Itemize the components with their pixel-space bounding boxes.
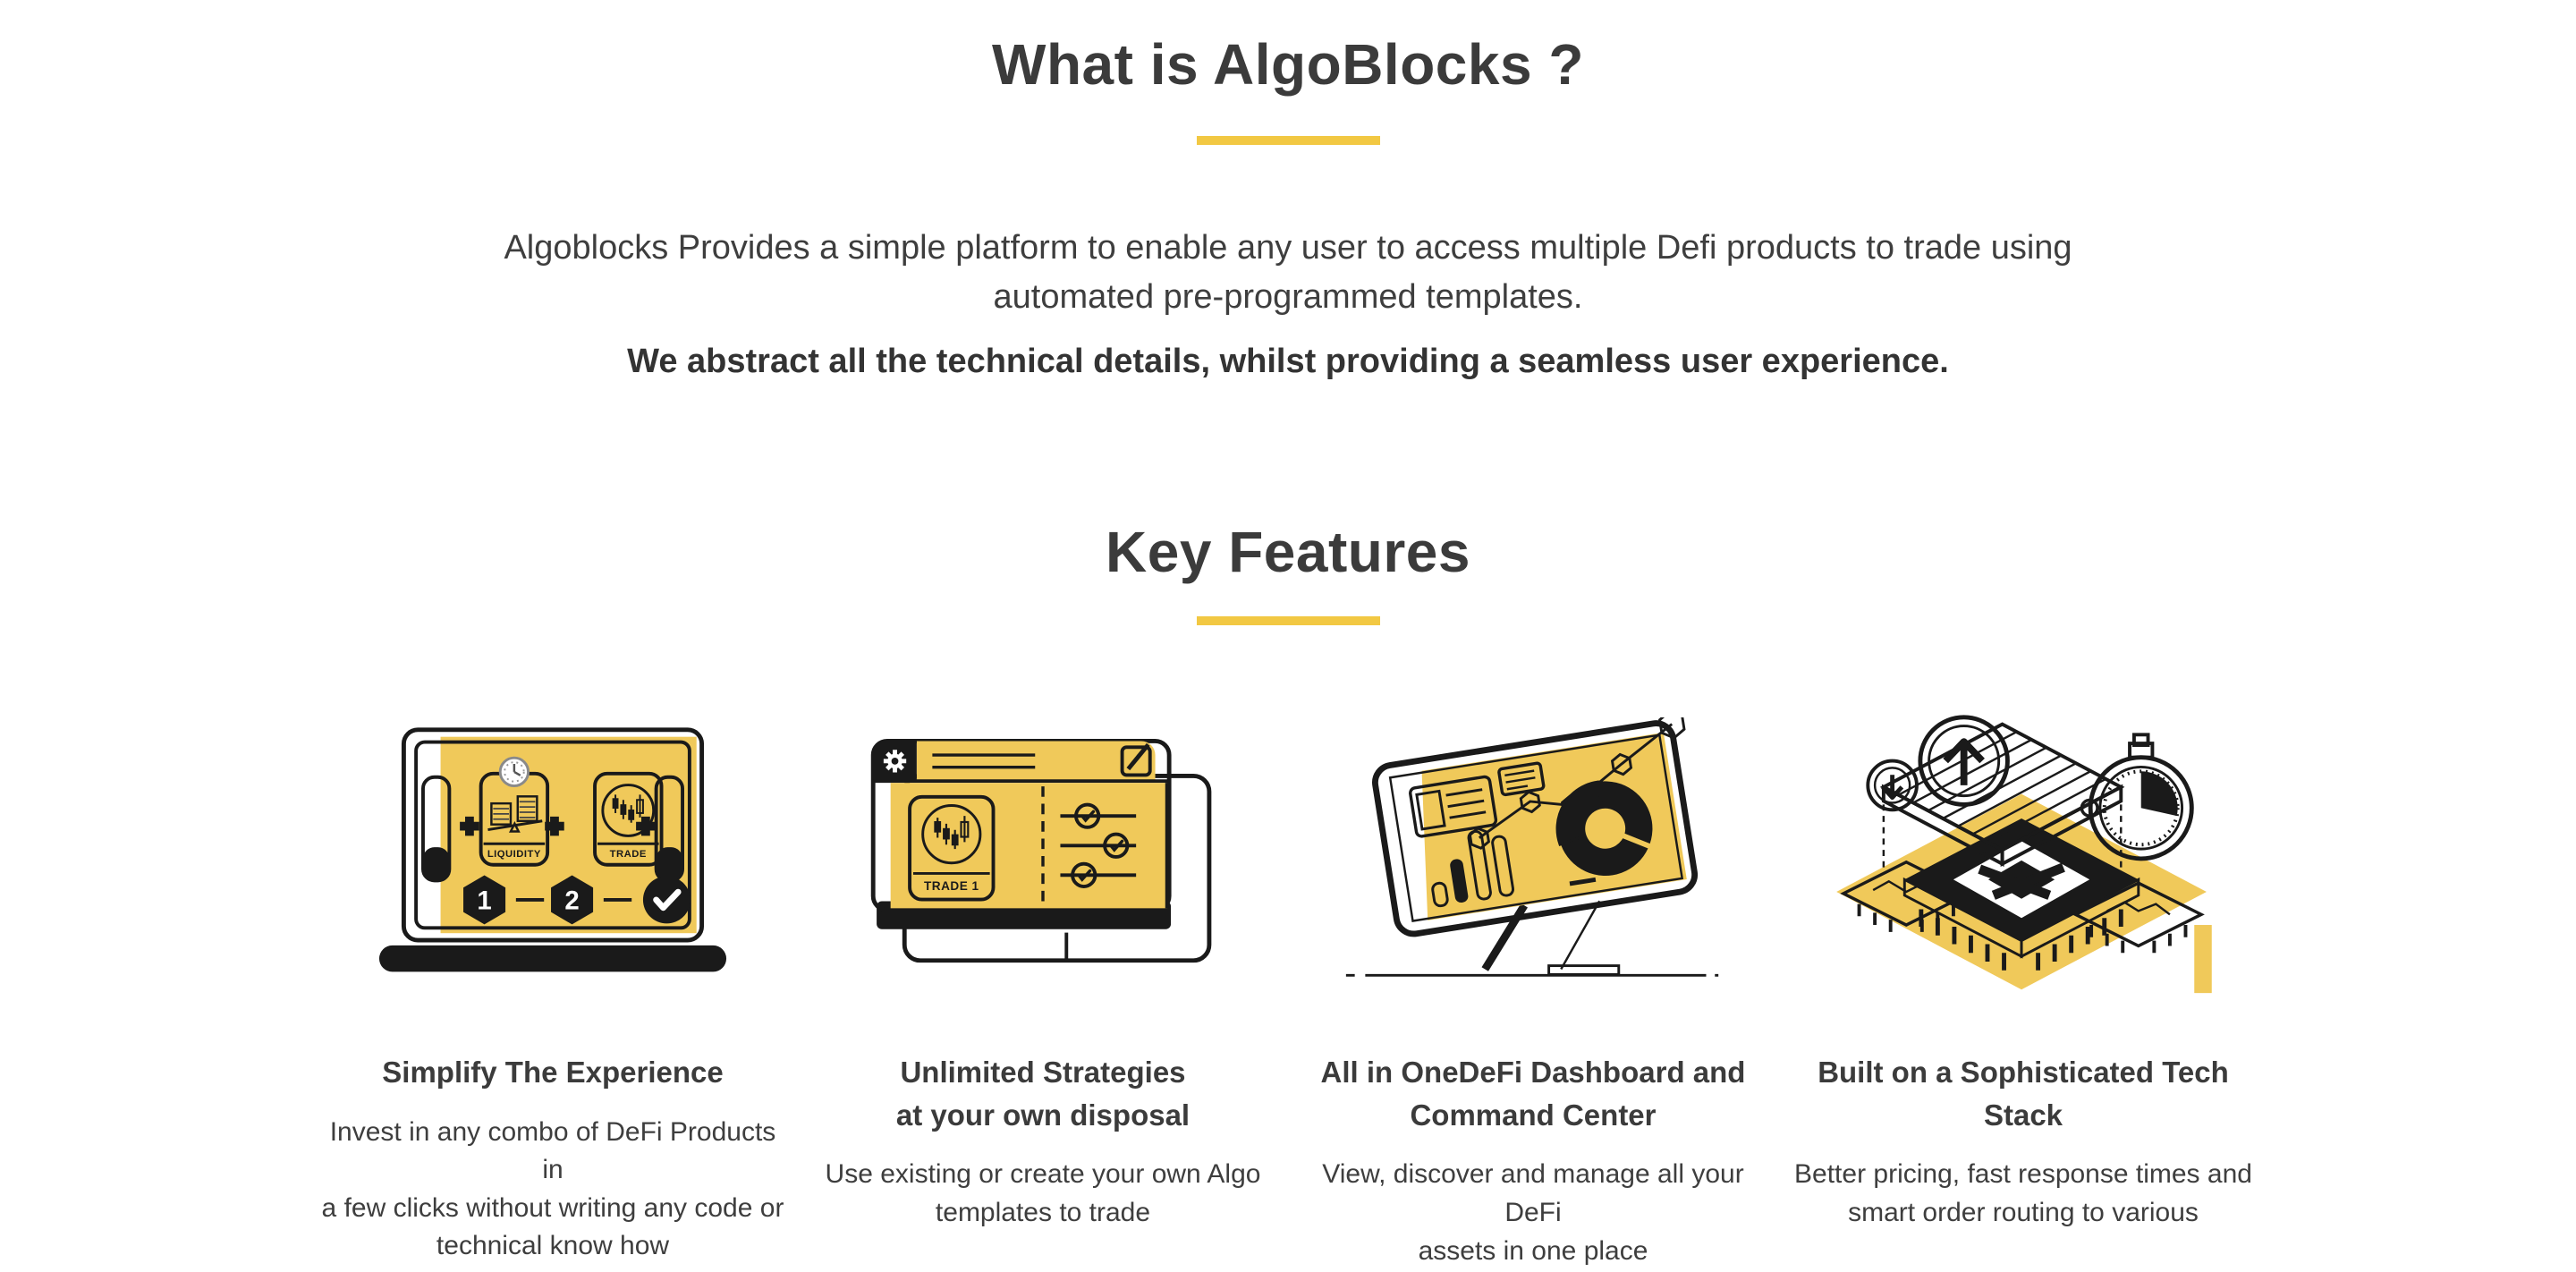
feature-description: Use existing or create your own Algo tem… <box>825 1159 1261 1228</box>
feature-title: All in OneDeFi Dashboard and Command Cen… <box>1320 1055 1746 1132</box>
key-features-title: Key Features <box>1106 520 1470 585</box>
donut-chart <box>1555 780 1653 886</box>
key-features-underline <box>1196 615 1380 625</box>
feature-cards-row: LIQUIDITY <box>0 715 2576 1270</box>
intro-emphasis: We abstract all the technical details, w… <box>627 343 1949 381</box>
feature-card-simplify: LIQUIDITY <box>320 720 785 1270</box>
tech-stack-illustration <box>1836 715 2212 993</box>
intro-paragraph: Algoblocks Provides a simple platform to… <box>504 228 2072 317</box>
side-slot-left <box>420 775 452 883</box>
bar-chart <box>1431 830 1515 908</box>
feature-figure <box>1791 715 2256 993</box>
coin-up-icon <box>1918 715 2010 807</box>
step-1-hexagon: 1 <box>463 875 506 925</box>
laptop-blocks-illustration: LIQUIDITY <box>378 727 727 972</box>
edit-icon <box>1120 742 1152 777</box>
feature-card-techstack: Built on a Sophisticated Tech Stack Bett… <box>1791 715 2256 1270</box>
feature-title: Built on a Sophisticated Tech Stack <box>1818 1055 2229 1132</box>
candlestick-icon <box>934 815 970 849</box>
laptop-base <box>378 945 727 972</box>
note-card <box>1497 761 1546 797</box>
feature-figure <box>1301 717 1766 988</box>
page-title: What is AlgoBlocks ? <box>992 32 1584 97</box>
liquidity-block: LIQUIDITY <box>479 756 550 867</box>
svg-text:2: 2 <box>564 886 579 916</box>
title-underline <box>1196 135 1380 145</box>
trade-template-card: TRADE 1 <box>908 794 996 902</box>
feature-title: Simplify The Experience <box>382 1055 724 1089</box>
clock-icon <box>498 756 530 787</box>
balance-icon <box>487 794 543 833</box>
step-2-hexagon: 2 <box>551 875 594 925</box>
liquidity-label: LIQUIDITY <box>487 849 541 860</box>
strategy-builder-illustration: TRADE 1 <box>870 738 1212 962</box>
trade-block: TRADE <box>593 771 664 867</box>
feature-figure: TRADE 1 <box>810 720 1275 988</box>
what-is-section: What is AlgoBlocks ? Algoblocks Provides… <box>0 0 2576 387</box>
check-circle-icon <box>642 876 691 924</box>
dashboard-monitor-illustration <box>1345 717 1719 978</box>
feature-title: Unlimited Strategies at your own disposa… <box>895 1055 1191 1132</box>
trade1-label: TRADE 1 <box>924 879 979 893</box>
feature-description: View, discover and manage all your DeFi … <box>1322 1159 1744 1266</box>
feature-card-strategies: TRADE 1 <box>810 720 1275 1270</box>
right-chip <box>2072 881 2205 954</box>
feature-description: Better pricing, fast response times and … <box>1794 1159 2252 1228</box>
feature-description: Invest in any combo of DeFi Products in … <box>321 1116 784 1261</box>
report-card <box>1409 776 1498 838</box>
feature-figure: LIQUIDITY <box>320 720 785 988</box>
gear-icon <box>883 749 907 773</box>
trade-label: TRADE <box>610 849 647 860</box>
toggle-sliders <box>1060 802 1137 888</box>
svg-text:1: 1 <box>477 886 491 916</box>
coin-down-icon <box>1866 759 1919 811</box>
feature-card-dashboard: All in OneDeFi Dashboard and Command Cen… <box>1301 717 1766 1270</box>
stopwatch-icon <box>2080 733 2194 861</box>
candlestick-icon <box>612 794 644 823</box>
key-features-section: Key Features <box>0 520 2576 1270</box>
